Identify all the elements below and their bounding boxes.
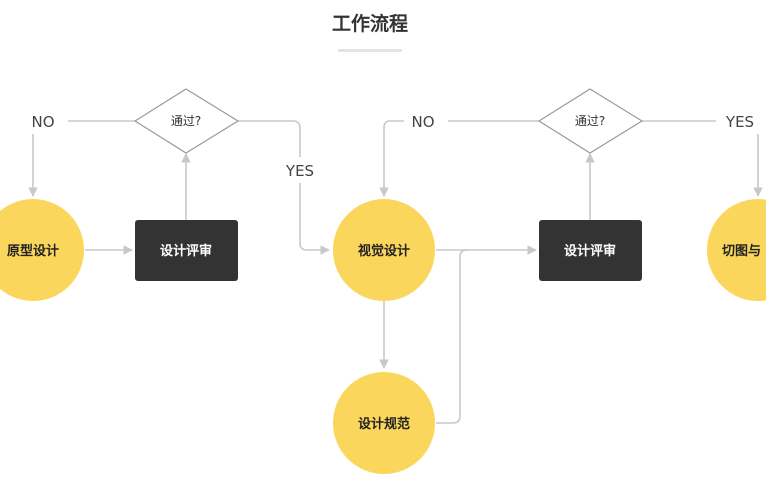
edge-decision1-yes-b (299, 183, 330, 255)
node-label: 设计规范 (358, 416, 410, 432)
node-design-review-2: 设计评审 (539, 220, 642, 281)
node-prototype-design: 原型设计 (0, 199, 84, 301)
label-no-1: NO (31, 113, 54, 131)
label-no-2: NO (411, 113, 434, 131)
node-label: 视觉设计 (358, 243, 410, 259)
node-design-review-1: 设计评审 (135, 220, 238, 281)
node-circle (333, 199, 435, 301)
edge-decision1-yes-a (238, 120, 301, 157)
node-circle (333, 372, 435, 474)
node-circle (0, 199, 84, 301)
page-title: 工作流程 (332, 12, 408, 35)
node-label: 切图与 (722, 244, 761, 259)
edge-decision2-no-down (379, 120, 404, 197)
decision-diamond (537, 88, 644, 154)
node-design-spec: 设计规范 (333, 372, 435, 474)
node-label: 设计评审 (564, 243, 616, 259)
node-circle (707, 199, 766, 301)
node-label: 原型设计 (7, 243, 59, 259)
edges (28, 120, 763, 424)
decision-label: 通过? (575, 114, 605, 128)
node-rect (135, 220, 238, 281)
title-underline (338, 49, 402, 52)
decision-1: 通过? (133, 88, 240, 154)
decision-label: 通过? (171, 114, 201, 128)
node-visual-design: 视觉设计 (333, 199, 435, 301)
label-yes-1: YES (285, 162, 314, 180)
label-yes-2: YES (725, 113, 754, 131)
node-label: 设计评审 (160, 243, 212, 259)
decision-diamond (133, 88, 240, 154)
node-rect (539, 220, 642, 281)
decision-2: 通过? (537, 88, 644, 154)
edge-spec-to-merge (436, 249, 468, 424)
node-slicing: 切图与 (707, 199, 766, 301)
